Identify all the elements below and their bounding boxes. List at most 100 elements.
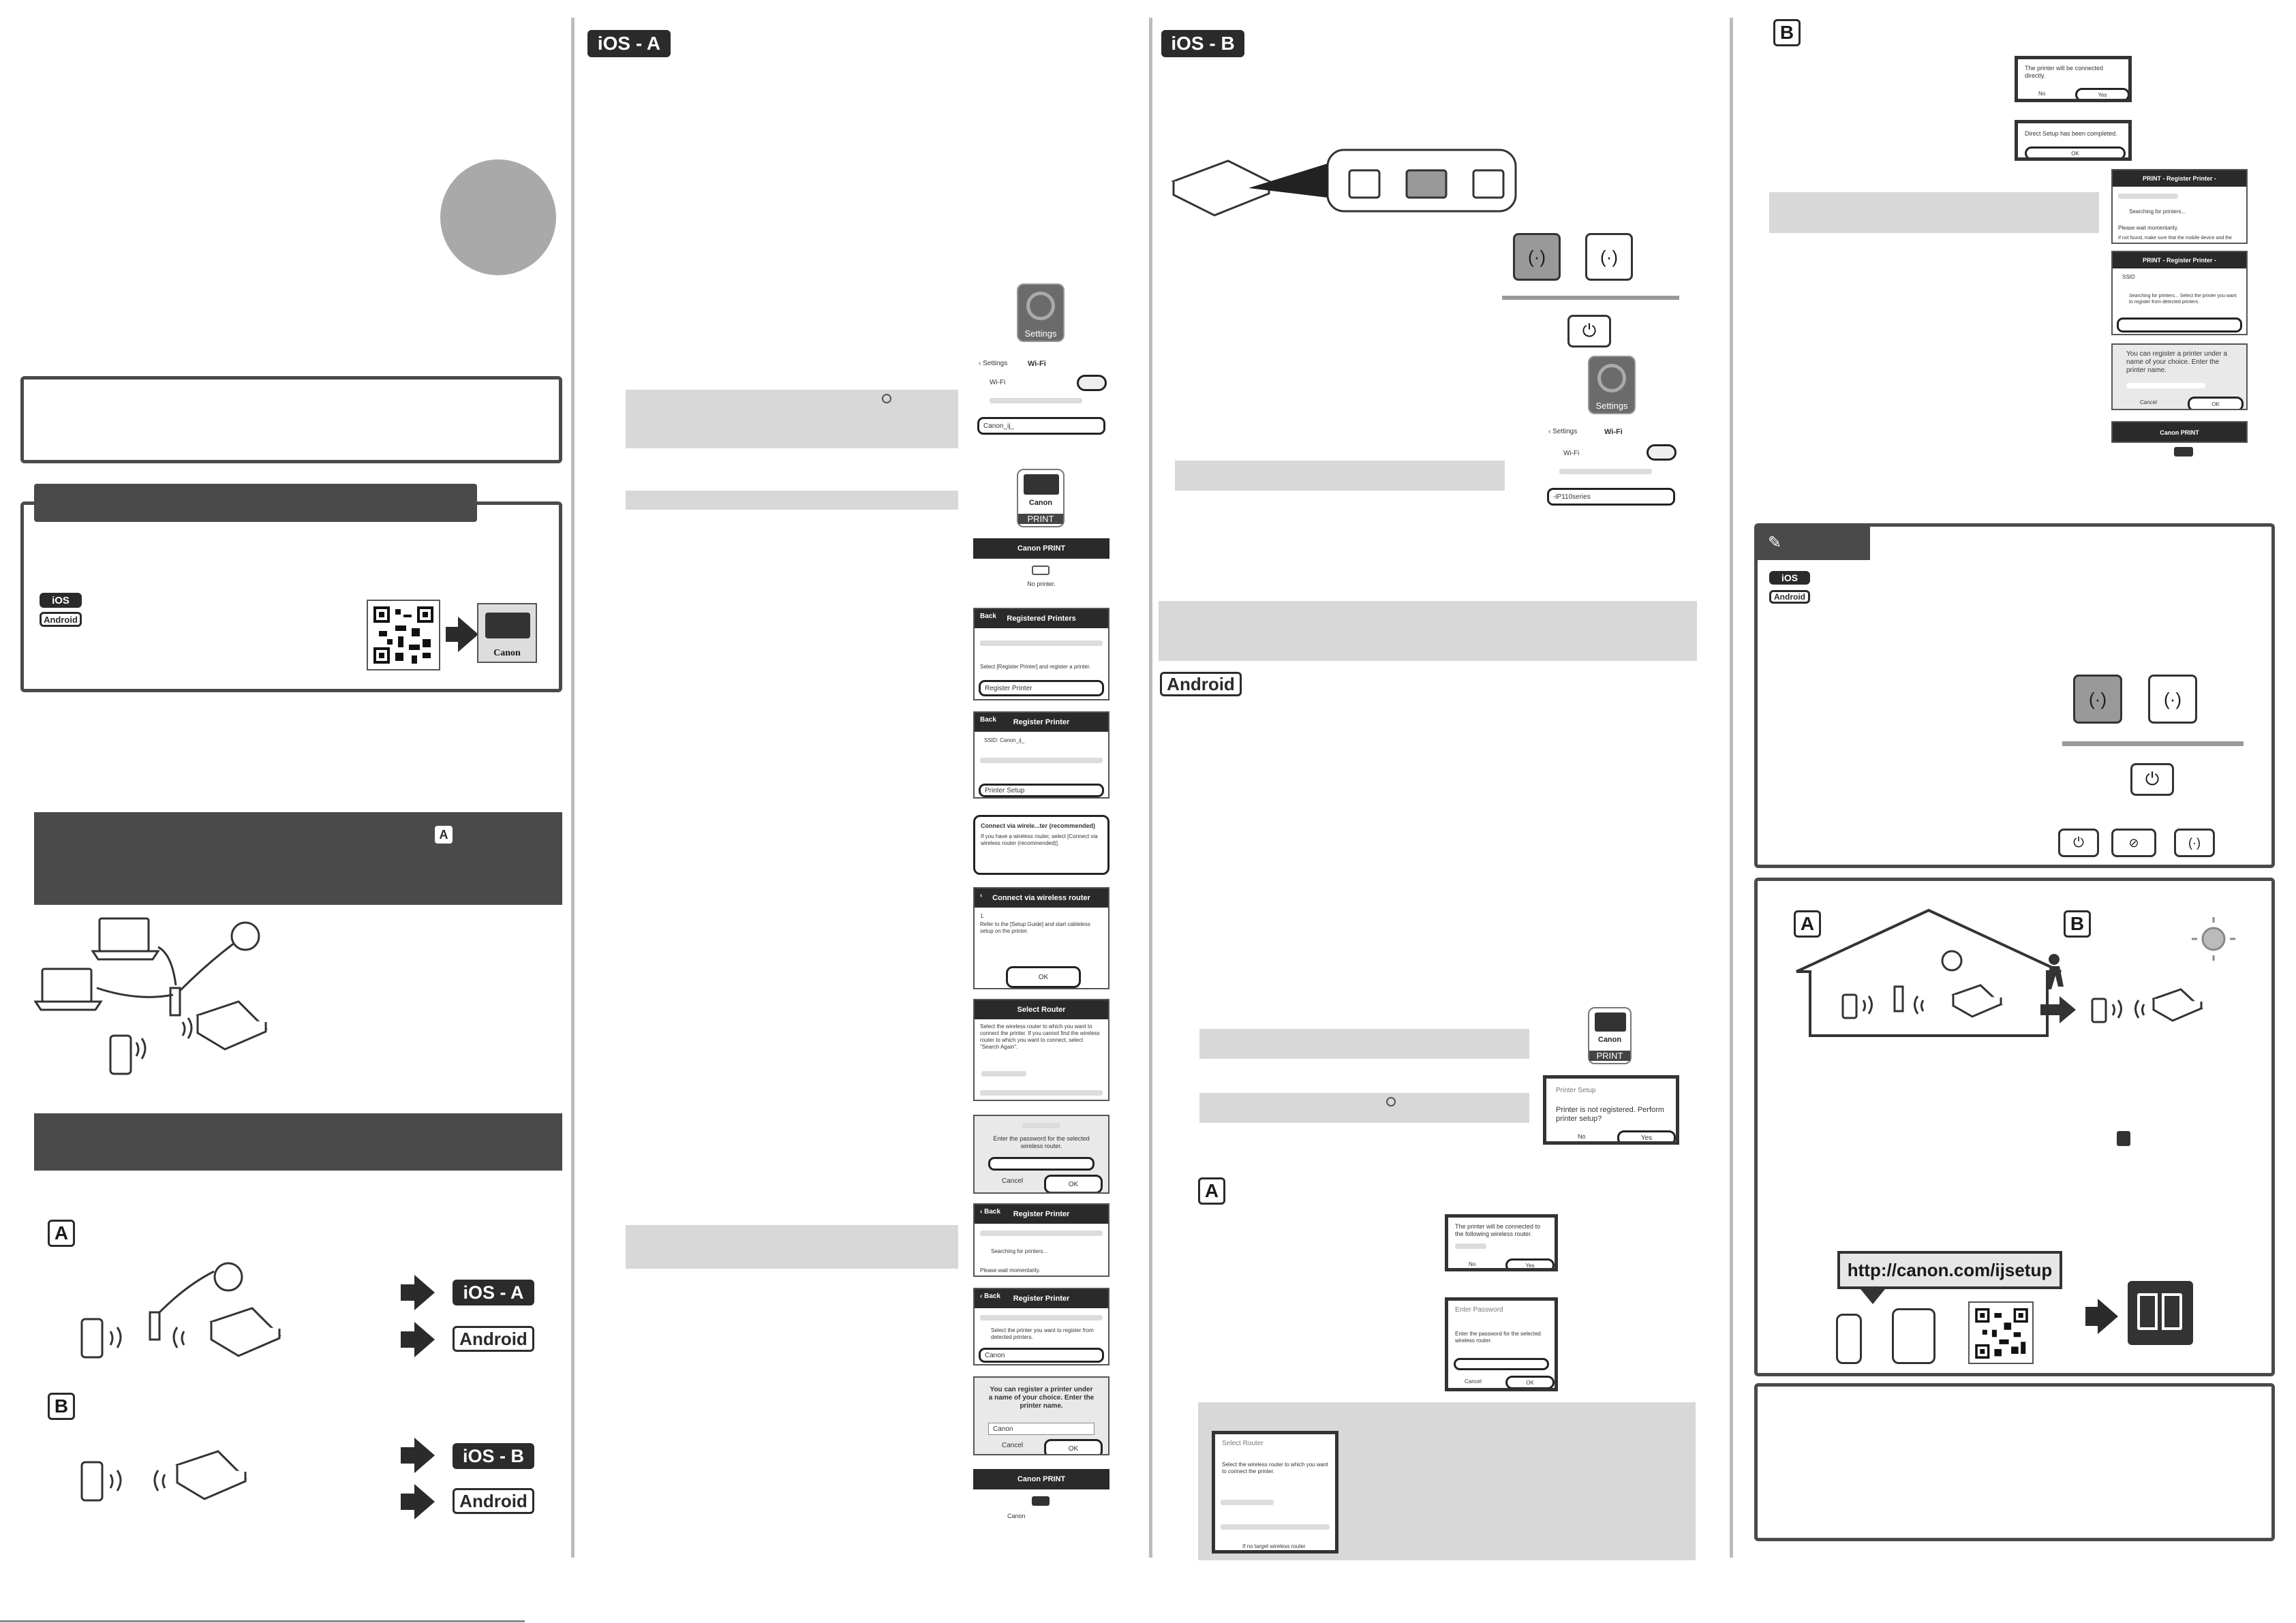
- arrow-to-ios-a-head: [414, 1275, 435, 1310]
- connect-via-router-option[interactable]: Connect via wirele...ter (recommended) I…: [973, 815, 1109, 875]
- arrow-to-ios-a: [401, 1284, 416, 1301]
- safari-icon: [882, 394, 891, 403]
- name-ok-button[interactable]: OK: [1044, 1439, 1103, 1454]
- direct-name-ok[interactable]: OK: [2188, 397, 2244, 409]
- home-network-illustration: [1796, 908, 2062, 1037]
- register-printer-button[interactable]: Register Printer: [979, 680, 1104, 696]
- detected-printer-item[interactable]: Canon: [979, 1348, 1104, 1363]
- app-install-box: [20, 501, 562, 692]
- column-divider-3: [1730, 18, 1733, 1558]
- url-callout-tail: [1861, 1289, 1885, 1304]
- router-password-dialog: Enter the password for the selected wire…: [973, 1115, 1109, 1194]
- direct-printer-icon: [2174, 447, 2193, 457]
- timing-bar: [1502, 296, 1679, 300]
- canon-print-final-screen: Canon PRINT Canon: [973, 1469, 1109, 1524]
- qr-arrow-head: [458, 617, 478, 652]
- wifi-toggle-b[interactable]: [1647, 444, 1677, 461]
- smartphone-icon: [1836, 1314, 1862, 1364]
- method-a-illustration: [80, 1262, 281, 1359]
- canon-print-app-icon: Canon: [477, 603, 537, 663]
- note-header: [1757, 526, 1870, 560]
- cancel-button[interactable]: Cancel: [1002, 1177, 1024, 1185]
- note-wifi-button-pressed[interactable]: (·): [2073, 675, 2122, 724]
- arrow-to-android-b-head: [414, 1484, 435, 1519]
- bottom-info-box: [1754, 1383, 2275, 1541]
- wifi-button[interactable]: (·): [1585, 233, 1633, 281]
- android-step-band-1: [1199, 1029, 1529, 1059]
- method-b-ios-tag: iOS - B: [453, 1443, 534, 1469]
- password-input[interactable]: [988, 1157, 1095, 1171]
- direct-confirm-dialog: The printer will be connected directly. …: [2015, 56, 2132, 102]
- note-power-button[interactable]: ⏻: [2130, 763, 2174, 796]
- router-no-button[interactable]: No: [1469, 1261, 1476, 1267]
- canon-print-icon: Canon PRINT: [1017, 469, 1065, 527]
- direct-b-label: B: [1773, 19, 1801, 46]
- direct-no-button[interactable]: No: [2038, 91, 2046, 97]
- note-power-small[interactable]: ⏻: [2058, 829, 2099, 857]
- pencil-icon: ✎: [1768, 534, 1782, 552]
- qr-arrow: [446, 627, 459, 642]
- android-ok-button[interactable]: OK: [1505, 1376, 1555, 1388]
- printer-network[interactable]: -iP110series: [1547, 488, 1675, 506]
- select-router-screen: Select Router Select the wireless router…: [973, 999, 1109, 1101]
- note-wifi-button[interactable]: (·): [2148, 675, 2197, 724]
- qr-code: [367, 600, 440, 670]
- ios-b-note-band: [1159, 601, 1697, 661]
- direct-name-cancel[interactable]: Cancel: [2140, 399, 2157, 405]
- direct-complete-dialog: Direct Setup has been completed. OK: [2015, 120, 2132, 161]
- canon-ij-network[interactable]: Canon_ij_: [977, 417, 1105, 435]
- wifi-settings-screen: ‹ Settings Wi-Fi Wi-Fi Canon_ij_: [973, 356, 1109, 437]
- gray-disc: [440, 159, 556, 275]
- ok-button[interactable]: OK: [1006, 966, 1081, 988]
- arrow-to-android-b: [401, 1494, 416, 1510]
- method-b-android-tag: Android: [453, 1488, 534, 1514]
- printer-name-dialog: You can register a printer under a name …: [973, 1376, 1109, 1455]
- method-a-label: A: [48, 1220, 75, 1247]
- outdoor-direct-illustration: [2040, 917, 2235, 1023]
- note-wifi-small[interactable]: (·): [2174, 829, 2215, 857]
- android-password-input[interactable]: [1454, 1358, 1549, 1370]
- direct-select-printer-screen: PRINT - Register Printer - SSID Searchin…: [2111, 251, 2248, 335]
- app-install-header: [34, 484, 477, 522]
- banner-a-label: A: [435, 826, 453, 844]
- direct-yes-button[interactable]: Yes: [2075, 88, 2128, 99]
- direct-step-band: [1769, 192, 2099, 233]
- power-button[interactable]: ⏻: [1567, 315, 1611, 347]
- settings-app-icon: Settings: [1017, 283, 1065, 342]
- arrow-to-ios-b: [401, 1447, 416, 1464]
- direct-detected-printer[interactable]: [2117, 318, 2242, 333]
- column-divider-1: [571, 18, 575, 1558]
- comparison-a-label: A: [1794, 910, 1821, 938]
- printer-setup-button[interactable]: Printer Setup: [979, 784, 1104, 797]
- step-band-1: [626, 390, 958, 448]
- method-b-label: B: [48, 1393, 75, 1420]
- android-cancel-button[interactable]: Cancel: [1465, 1378, 1482, 1385]
- setup-no-button[interactable]: No: [1578, 1133, 1586, 1140]
- android-header-tag: Android: [1160, 672, 1242, 696]
- printer-name-input[interactable]: Canon: [988, 1423, 1095, 1435]
- step-band-3: [626, 1225, 958, 1269]
- tablet-icon: [1892, 1308, 1935, 1364]
- arrow-to-ios-b-head: [414, 1438, 435, 1473]
- ios-b-step-band: [1175, 461, 1505, 491]
- router-yes-button[interactable]: Yes: [1505, 1258, 1555, 1268]
- connection-method-banner: [34, 1113, 562, 1171]
- url-callout: http://canon.com/ijsetup: [1837, 1251, 2062, 1289]
- direct-ok-button[interactable]: OK: [2025, 146, 2126, 157]
- url-qr-code: [1968, 1301, 2034, 1364]
- direct-searching-screen: PRINT - Register Printer - Searching for…: [2111, 169, 2248, 244]
- arrow-to-android-a-head: [414, 1322, 435, 1357]
- connect-via-router-screen: ‹Connect via wireless router 1. Refer to…: [973, 887, 1109, 989]
- wifi-toggle[interactable]: [1077, 375, 1107, 391]
- step-band-2: [626, 491, 958, 510]
- android-password-dialog: Enter Password Enter the password for th…: [1445, 1297, 1558, 1391]
- setup-yes-button[interactable]: Yes: [1617, 1130, 1676, 1141]
- name-cancel-button[interactable]: Cancel: [1002, 1442, 1024, 1449]
- android-tag: Android: [40, 612, 82, 627]
- ios-a-header-tag: iOS - A: [587, 30, 671, 57]
- note-stop-button[interactable]: ⊘: [2111, 829, 2156, 857]
- wifi-button-pressed[interactable]: (·): [1513, 233, 1561, 281]
- password-ok-button[interactable]: OK: [1044, 1175, 1103, 1192]
- online-manual-icon: [2128, 1281, 2193, 1345]
